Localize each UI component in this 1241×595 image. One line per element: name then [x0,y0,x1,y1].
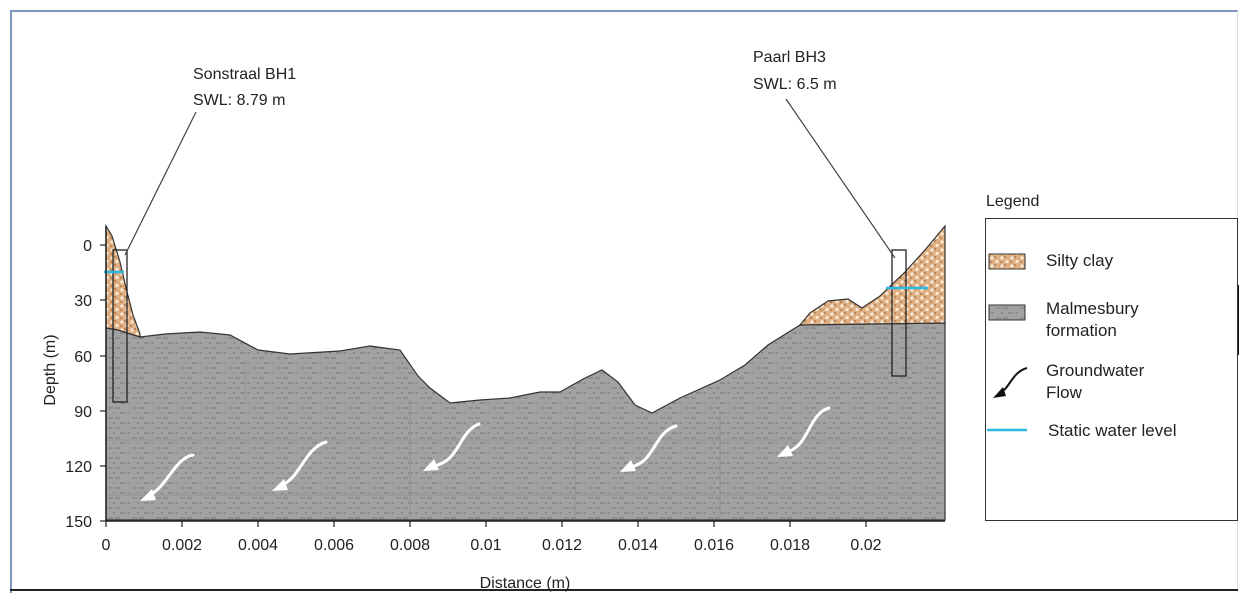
x-tick-label: 0.018 [770,537,810,554]
groundwater-flow-arrows [140,406,831,501]
y-tick-label: 0 [83,238,92,255]
legend-label-line: Static water level [1048,421,1177,440]
x-tick-label: 0.004 [238,537,278,554]
silty-clay-right [798,224,946,326]
x-tick-label: 0.01 [470,537,501,554]
legend-label-line: Flow [1046,383,1082,402]
borehole-sonstraal-casing [112,249,128,403]
malmesbury-formation-body [105,322,946,521]
legend-label-line: formation [1046,321,1117,340]
borehole-sonstraal-swl: SWL: 8.79 m [193,92,285,109]
legend-label-static-water-level: Static water level [1048,420,1177,442]
legend-label-groundwater-flow: Groundwater Flow [1046,360,1144,404]
borehole-paarl-casing [891,249,907,377]
flow-arrow-5 [785,406,831,454]
flow-arrow-3 [431,422,481,468]
y-tick-label: 90 [74,404,92,421]
x-tick-label: 0 [102,537,111,554]
x-tick-label: 0.02 [850,537,881,554]
borehole-sonstraal-label: Sonstraal BH1 [193,66,296,83]
silty-clay-left [105,223,141,338]
x-axis-title: Distance (m) [480,575,571,592]
x-tick-label: 0.006 [314,537,354,554]
flow-arrow-4 [628,424,678,469]
y-tick-label: 30 [74,293,92,310]
y-tick-label: 60 [74,349,92,366]
y-tick-label: 120 [65,459,92,476]
x-tick-label: 0.002 [162,537,202,554]
borehole-paarl-label: Paarl BH3 [753,49,826,66]
flow-arrow-1 [148,453,195,497]
x-axis-ticks [105,521,867,527]
borehole-paarl-swl: SWL: 6.5 m [753,76,837,93]
legend-label-silty-clay: Silty clay [1046,250,1113,272]
y-axis-title: Depth (m) [42,334,59,405]
legend-label-line: Malmesbury [1046,299,1139,318]
x-tick-labels: 0 0.002 0.004 0.006 0.008 0.01 0.012 0.0… [102,537,882,554]
x-tick-label: 0.012 [542,537,582,554]
leader-line-sonstraal [124,111,197,256]
x-tick-label: 0.014 [618,537,658,554]
y-axis-ticks [100,244,106,522]
legend-label-line: Groundwater [1046,361,1145,380]
x-tick-label: 0.016 [694,537,734,554]
y-tick-labels: 0 30 60 90 120 150 [65,238,92,531]
bottom-border [10,589,1238,591]
leader-line-paarl [785,98,896,259]
legend-title: Legend [986,193,1040,210]
x-tick-label: 0.008 [390,537,430,554]
legend-label-malmesbury: Malmesbury formation [1046,298,1139,342]
rock-texture-lines [106,360,945,520]
flow-arrow-2 [280,440,328,487]
y-tick-label: 150 [65,514,92,531]
legend-label-line: Silty clay [1046,251,1114,270]
